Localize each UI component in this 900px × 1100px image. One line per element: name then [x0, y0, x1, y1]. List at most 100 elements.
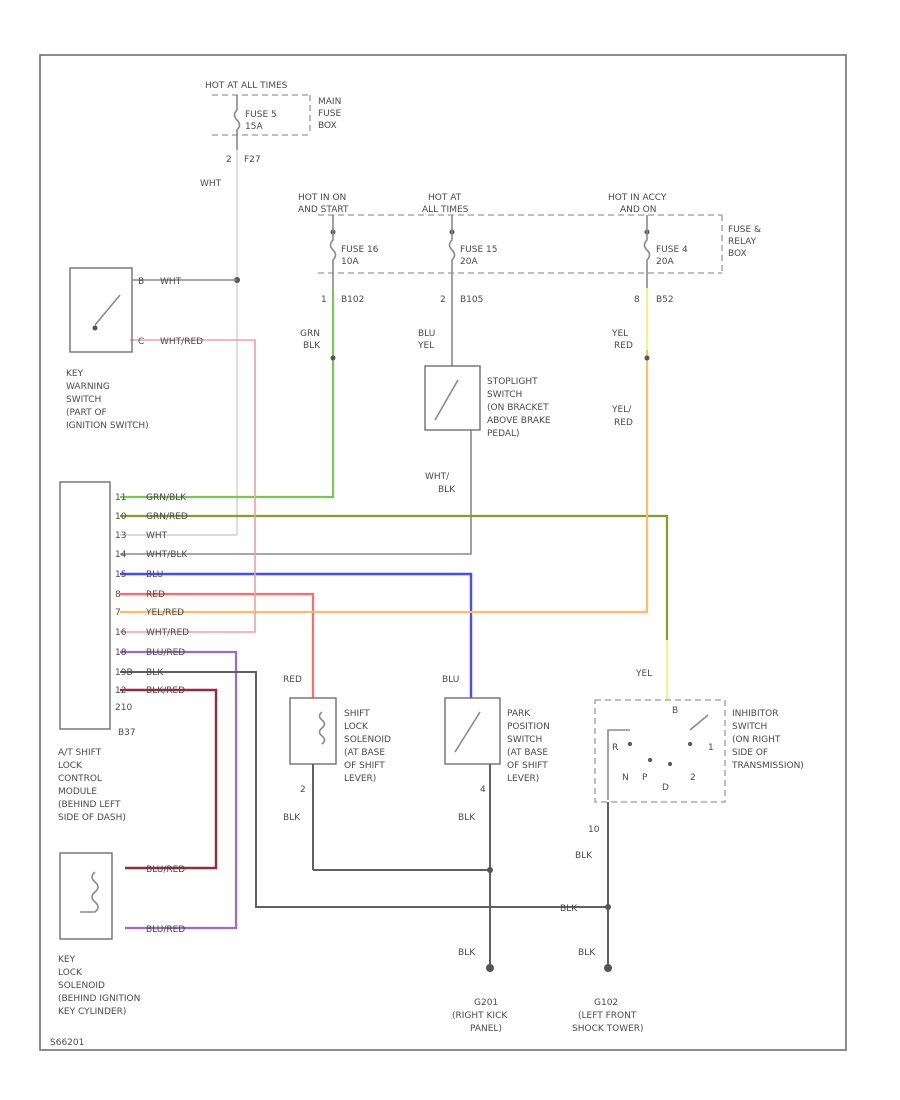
park-switch-contact [454, 711, 481, 753]
fuse-16-symbol [329, 215, 337, 290]
stoplight-label-4: ABOVE BRAKE [487, 416, 551, 426]
key-lock-label-4: (BEHIND IGNITION [58, 994, 140, 1004]
inhibitor-label-4: SIDE OF [732, 748, 768, 758]
blk-red-wire [120, 688, 218, 870]
module-label-4: MODULE [58, 787, 97, 797]
module-pin-wire: YEL/RED [145, 608, 184, 618]
stoplight-label-2: SWITCH [487, 390, 522, 400]
park-switch-label-6: LEVER) [507, 774, 539, 784]
blu-wire [120, 572, 473, 698]
module-pin-wire: BLU [146, 570, 163, 580]
inhibitor-wire-in: YEL [635, 669, 652, 679]
g102-splice-dot [605, 904, 611, 910]
shift-lock-term: 2 [300, 785, 306, 795]
shift-lock-wire-out: BLK [283, 813, 301, 823]
park-switch-label-1: PARK [507, 709, 531, 719]
stoplight-out-wire-1: WHT/ [425, 472, 450, 482]
module-pin-number: 13 [115, 531, 126, 541]
park-switch-term: 4 [480, 785, 486, 795]
stoplight-label-5: PEDAL) [487, 429, 520, 439]
module-pin-number: 14 [115, 550, 127, 560]
g102-wire: BLK [578, 948, 596, 958]
f15-wire-1: BLU [418, 329, 435, 339]
main-fuse-wire: WHT [200, 179, 222, 189]
key-warning-label-2: WARNING [66, 382, 110, 392]
inhibitor-letter-1: 1 [708, 743, 714, 753]
yel-red-dot [644, 355, 650, 361]
module-pin-number: 18 [115, 648, 127, 658]
yel-red-mid-2: RED [614, 418, 633, 428]
stoplight-switch-box [424, 365, 481, 431]
diagram-footer-code: S66201 [50, 1038, 84, 1048]
main-box-label-1: MAIN [318, 97, 341, 107]
shift-lock-control-module [59, 481, 111, 730]
module-label-6: SIDE OF DASH) [58, 813, 126, 823]
inhibitor-letter-d: D [662, 783, 669, 793]
inhibitor-wire-out: BLK [575, 851, 593, 861]
park-switch-label-2: POSITION [507, 722, 550, 732]
key-lock-solenoid-box [59, 852, 113, 940]
blk-module-ground-wire [120, 671, 608, 908]
inhibitor-pos-dot-2 [648, 758, 652, 762]
inhibitor-letter-2: 2 [690, 773, 696, 783]
key-warning-label-5: IGNITION SWITCH) [66, 421, 149, 431]
stoplight-contact [434, 379, 459, 421]
main-box-label-3: BOX [318, 121, 337, 131]
main-fuse-5-symbol [233, 95, 241, 150]
wht-blk-wire [120, 430, 472, 555]
f15-term: 2 [440, 295, 446, 305]
fuse-15-symbol [448, 215, 456, 290]
stoplight-label-3: (ON BRACKET [487, 403, 549, 413]
f16-conn: B102 [341, 295, 364, 305]
park-switch-label-5: OF SHIFT [507, 761, 548, 771]
key-lock-label-2: LOCK [58, 968, 83, 978]
f15-name: FUSE 15 [460, 245, 497, 255]
f4-term: 8 [634, 295, 640, 305]
inhibitor-pos-dot-1 [628, 742, 632, 746]
key-lock-label-3: SOLENOID [58, 981, 105, 991]
f16-term: 1 [321, 295, 327, 305]
module-pin-number: 12 [115, 686, 126, 696]
inhibitor-contact [689, 714, 709, 731]
park-position-switch-box [444, 697, 501, 765]
inhibitor-switch-box [594, 699, 726, 803]
diagram-frame [39, 54, 847, 1051]
module-pin-number: 8 [115, 590, 121, 600]
key-warning-contact [94, 294, 121, 326]
f16-wire-1: GRN [300, 329, 320, 339]
grn-blk-dot [330, 355, 336, 361]
module-pin-wire: GRN/BLK [146, 493, 187, 503]
g201-label-2: (RIGHT KICK [452, 1011, 508, 1021]
park-switch-label-3: SWITCH [507, 735, 542, 745]
key-warning-label-3: SWITCH [66, 395, 101, 405]
wht-red-wire [120, 339, 256, 633]
f15-hot-2: ALL TIMES [422, 205, 469, 215]
key-warning-t2: C [138, 337, 144, 347]
grn-blk-wire [120, 290, 335, 499]
inhibitor-term: 10 [588, 825, 600, 835]
inhibitor-pos-dot-4 [688, 742, 692, 746]
main-fuse-conn: F27 [244, 155, 261, 165]
module-pin-wire: BLK/RED [146, 686, 185, 696]
shift-lock-label-4: (AT BASE [344, 748, 385, 758]
main-hot-label: HOT AT ALL TIMES [205, 81, 288, 91]
key-lock-w2: BLU/RED [146, 925, 185, 935]
inhibitor-label-1: INHIBITOR [732, 709, 778, 719]
inhibitor-t-top: B [672, 706, 678, 716]
main-fuse-term: 2 [226, 155, 232, 165]
blu-red-wire [120, 650, 238, 930]
key-lock-label-5: KEY CYLINDER) [58, 1007, 126, 1017]
g201-ground-symbol [486, 964, 494, 972]
f16-hot-2: AND START [298, 205, 349, 215]
module-pin-wire: BLK [146, 668, 164, 678]
f4-amp: 20A [656, 257, 674, 267]
f16-amp: 10A [341, 257, 359, 267]
g201-label-1: G201 [474, 998, 498, 1008]
module-conn: B37 [118, 728, 136, 738]
shift-lock-label-2: LOCK [344, 722, 369, 732]
main-box-label-2: FUSE [318, 109, 341, 119]
module-pin-number: 15 [115, 570, 126, 580]
module-label-3: CONTROL [58, 774, 102, 784]
